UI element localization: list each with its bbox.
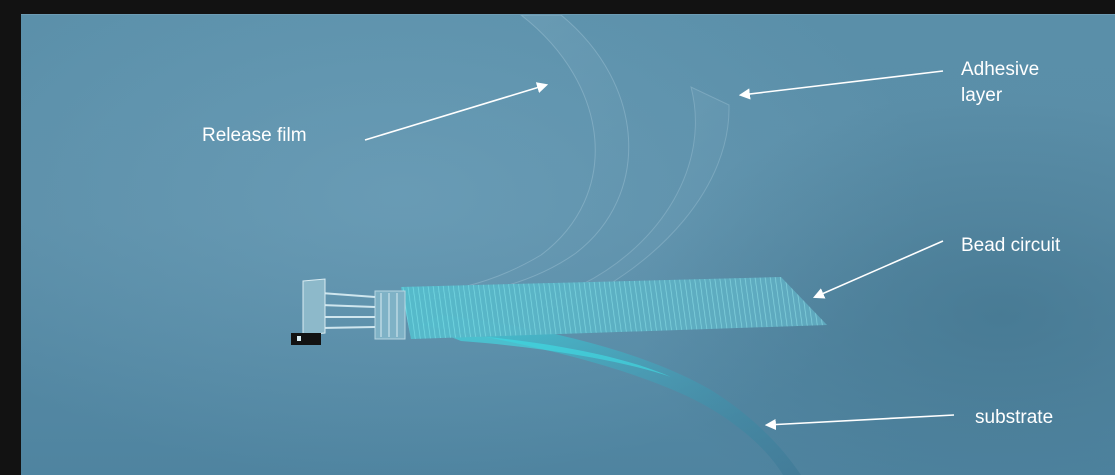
substrate-label: substrate [975, 405, 1053, 431]
release-film-shape [391, 15, 629, 300]
adhesive-layer-label: Adhesive layer [961, 57, 1039, 109]
bead-circuit-overlay [401, 277, 827, 339]
flexible-circuit-illustration [21, 15, 1115, 475]
diagram-frame: Release film Adhesive layer Bead circuit… [21, 14, 1115, 475]
release-film-label: Release film [202, 123, 307, 149]
bead-circuit-label: Bead circuit [961, 233, 1060, 259]
substrate-arrow [767, 415, 954, 425]
connector [291, 279, 405, 345]
bead-circuit-arrow [815, 241, 943, 297]
release-film-arrow [365, 85, 546, 140]
adhesive-layer-shape [541, 87, 729, 307]
adhesive-layer-arrow [741, 71, 943, 95]
